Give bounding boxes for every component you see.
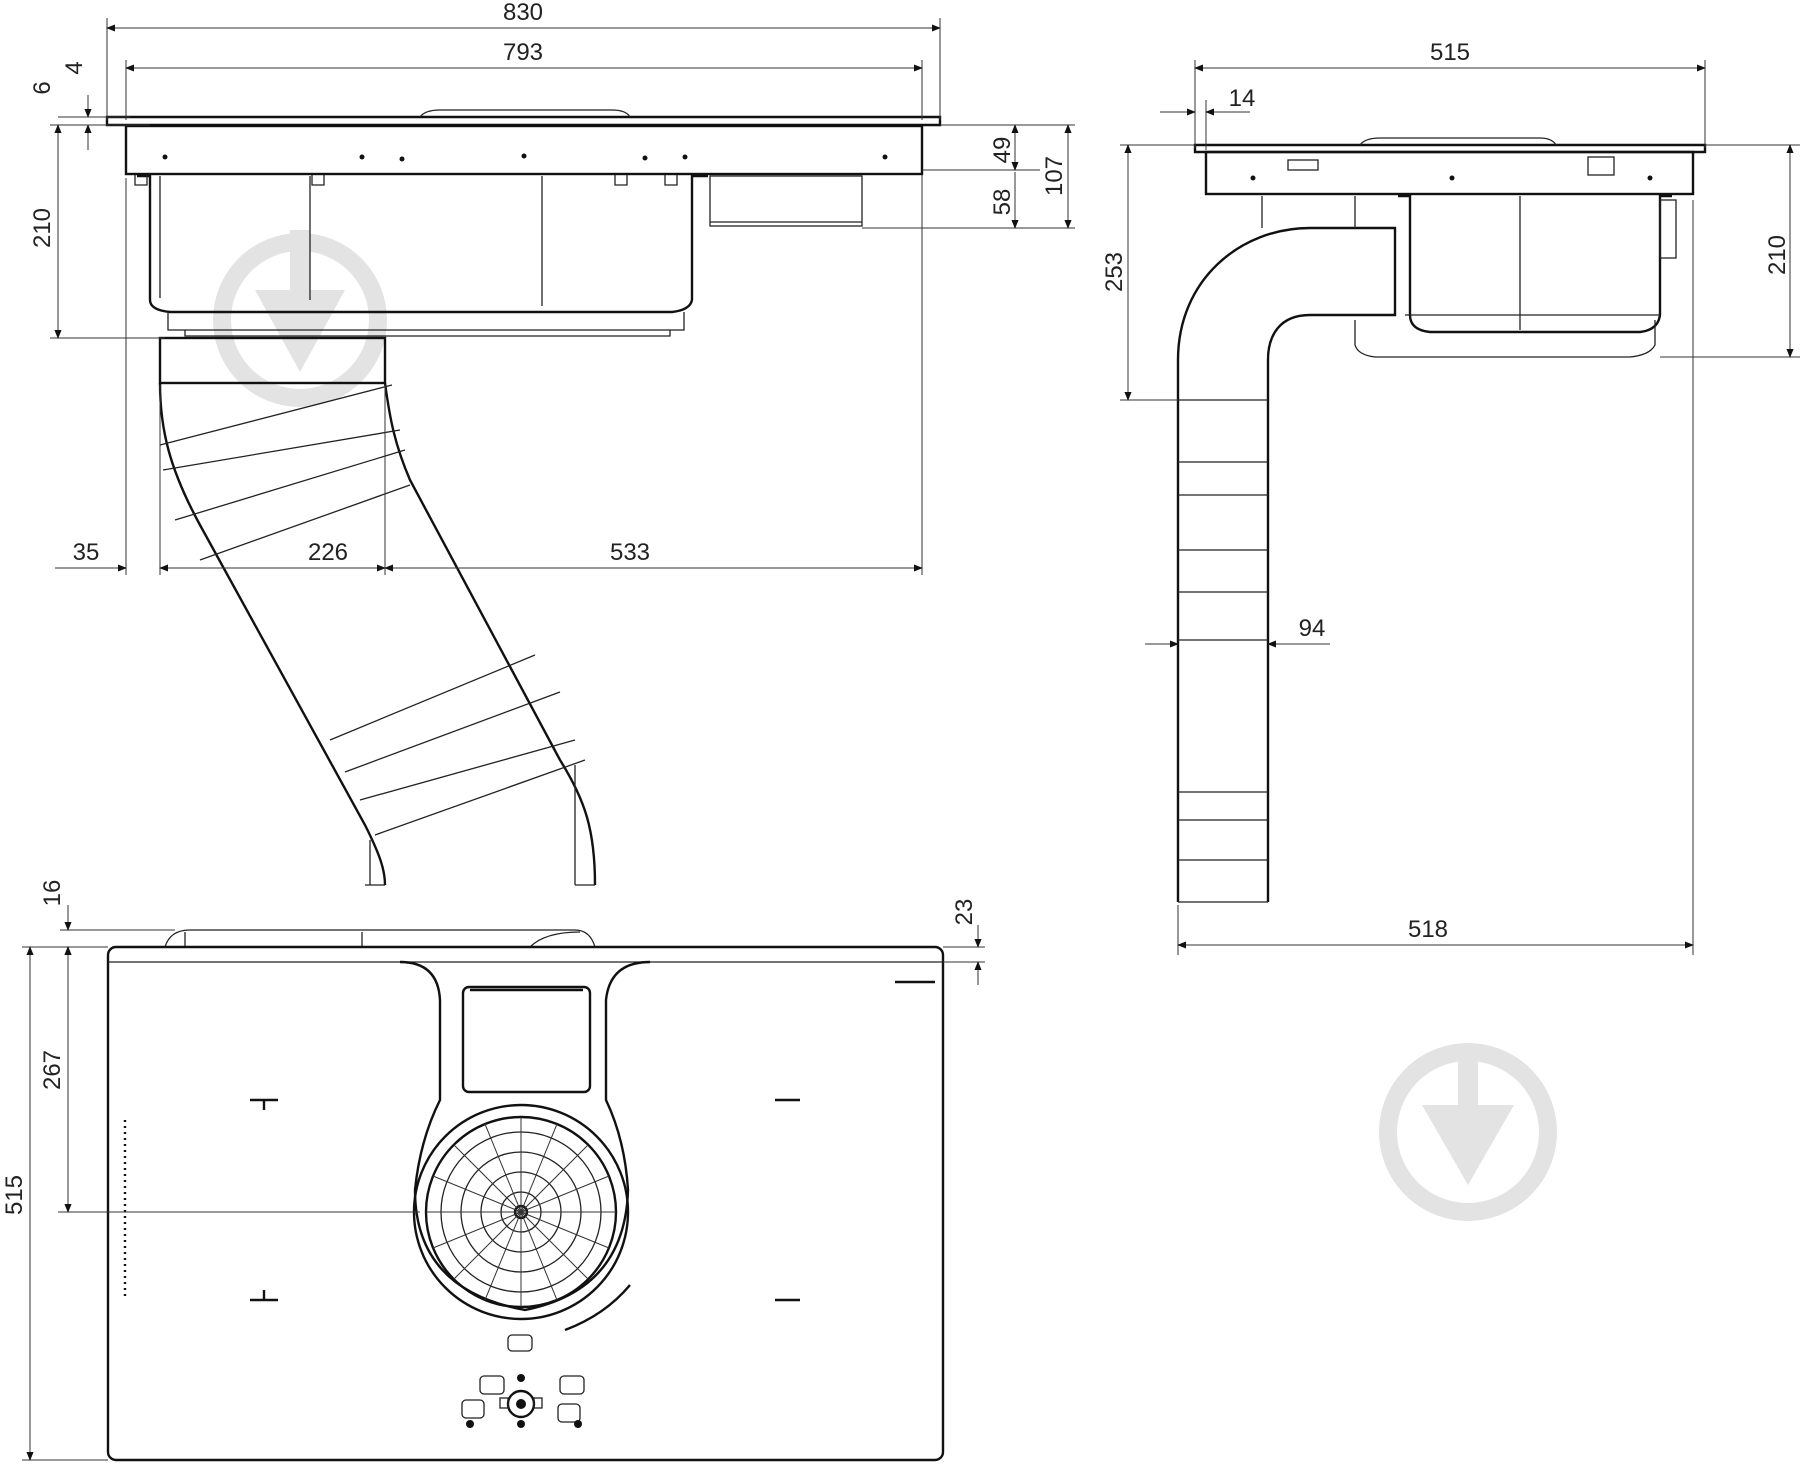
dim-210-side: 210 [1764, 235, 1791, 275]
dim-518: 518 [1408, 916, 1448, 943]
dim-6: 6 [29, 81, 56, 94]
dim-226: 226 [308, 539, 348, 566]
dim-4: 4 [61, 61, 88, 74]
dim-533: 533 [610, 539, 650, 566]
dim-14: 14 [1229, 85, 1256, 112]
dim-515-side: 515 [1430, 39, 1470, 66]
watermark-logo-right [1379, 1043, 1557, 1221]
front-view [105, 109, 942, 886]
side-view [1176, 137, 1707, 903]
dim-793: 793 [503, 39, 543, 66]
front-dimensions: 830 793 6 4 210 49 58 107 35 [29, 0, 1075, 575]
top-dimensions: 16 23 515 267 [1, 880, 985, 1461]
dim-23: 23 [951, 899, 978, 926]
dim-210-front: 210 [29, 208, 56, 248]
dim-35: 35 [73, 539, 100, 566]
dim-830: 830 [503, 0, 543, 26]
side-dimensions: 515 14 253 210 94 518 [1101, 39, 1800, 955]
dim-515-top: 515 [1, 1175, 28, 1215]
watermark-logo-left [213, 230, 387, 407]
dim-267: 267 [39, 1050, 66, 1090]
dim-94: 94 [1299, 615, 1326, 642]
dim-253: 253 [1101, 252, 1128, 292]
top-view [106, 929, 945, 1462]
dim-16: 16 [39, 880, 66, 907]
dim-58: 58 [989, 189, 1016, 216]
dim-107: 107 [1041, 156, 1068, 196]
dim-49: 49 [989, 137, 1016, 164]
